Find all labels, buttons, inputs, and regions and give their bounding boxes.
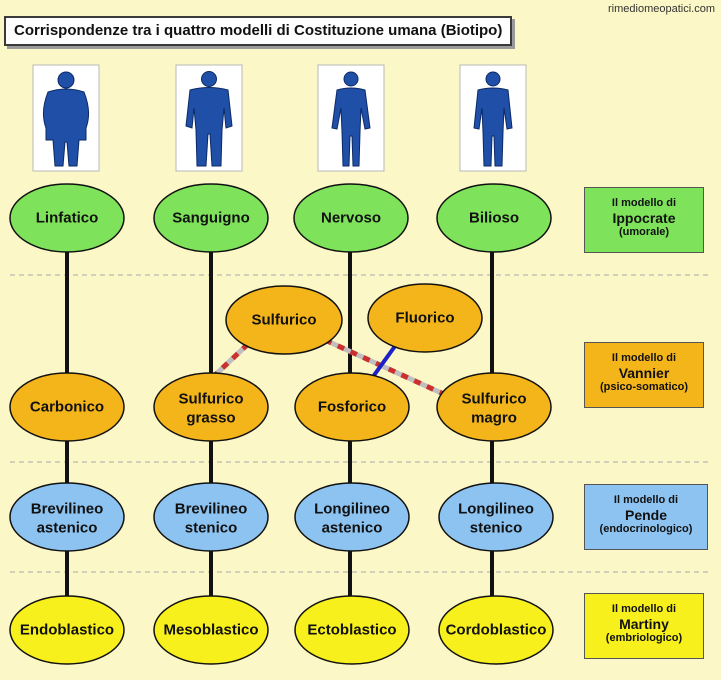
- model-pende-name: Pende: [624, 506, 667, 523]
- node-sulfurico: [225, 285, 343, 355]
- model-ippocrate-line1: Il modello di: [611, 197, 677, 209]
- node-fluorico-label: Fluorico: [395, 310, 454, 327]
- node-sulfurico-magro-label-1: Sulfurico: [461, 391, 526, 408]
- node-longilineo-stenico: [438, 482, 554, 552]
- body-figure-mesomorph: [175, 64, 243, 172]
- model-martiny-line1: Il modello di: [611, 603, 677, 615]
- row-vannier: Carbonico Sulfurico grasso Fosforico Sul…: [9, 372, 552, 442]
- node-cordoblastico: [438, 595, 554, 665]
- body-figure-ectomorph: [317, 64, 385, 172]
- node-sulfurico-magro-label-2: magro: [471, 410, 517, 427]
- node-sulfurico-grasso-label-1: Sulfurico: [178, 391, 243, 408]
- page-title: Corrispondenze tra i quattro modelli di …: [4, 16, 513, 46]
- sulfurico-relations: [212, 337, 450, 399]
- node-brevilineo-stenico: [153, 482, 269, 552]
- model-box-ippocrate: Il modello di Ippocrate (umorale): [584, 187, 704, 253]
- node-brevilineo-astenico-label-2: astenico: [37, 520, 98, 537]
- node-ectoblastico-label: Ectoblastico: [307, 622, 396, 639]
- node-fosforico-label: Fosforico: [318, 399, 386, 416]
- model-vannier-line1: Il modello di: [611, 352, 677, 364]
- node-endoblastico: [9, 595, 125, 665]
- node-longilineo-astenico: [294, 482, 410, 552]
- model-martiny-name: Martiny: [619, 615, 669, 632]
- body-figure-endomorph: [32, 64, 100, 172]
- row-martiny: Endoblastico Mesoblastico Ectoblastico C…: [9, 595, 554, 665]
- row-vannier-top: Sulfurico Fluorico: [225, 283, 483, 355]
- model-box-martiny: Il modello di Martiny (embriologico): [584, 593, 704, 659]
- node-sulfurico-magro: [436, 372, 552, 442]
- node-bilioso-label: Bilioso: [469, 210, 519, 227]
- node-endoblastico-label: Endoblastico: [20, 622, 114, 639]
- node-brevilineo-astenico: [9, 482, 125, 552]
- node-mesoblastico: [153, 595, 269, 665]
- figures-row: [32, 64, 527, 172]
- row-pende: Brevilineo astenico Brevilineo stenico L…: [9, 482, 554, 552]
- row-ippocrate: Linfatico Sanguigno Nervoso Bilioso: [9, 183, 552, 253]
- model-ippocrate-name: Ippocrate: [612, 209, 676, 226]
- model-box-pende: Il modello di Pende (endocrinologico): [584, 484, 708, 550]
- node-sanguigno: [153, 183, 269, 253]
- node-sulfurico-grasso-label-2: grasso: [186, 410, 235, 427]
- model-pende-type: (endocrinologico): [599, 522, 693, 535]
- node-fluorico: [367, 283, 483, 353]
- link-fluorico-fosforico: [370, 340, 400, 380]
- model-vannier-name: Vannier: [618, 364, 670, 381]
- node-longilineo-stenico-label-2: stenico: [470, 520, 523, 537]
- node-sulfurico-label: Sulfurico: [251, 312, 316, 329]
- node-linfatico: [9, 183, 125, 253]
- model-vannier-type: (psico-somatico): [599, 380, 688, 393]
- node-nervoso: [293, 183, 409, 253]
- site-watermark: rimediomeopatici.com: [608, 3, 715, 15]
- node-nervoso-label: Nervoso: [321, 210, 381, 227]
- node-brevilineo-stenico-label-1: Brevilineo: [175, 501, 248, 518]
- node-sulfurico-grasso: [153, 372, 269, 442]
- node-carbonico: [9, 372, 125, 442]
- body-figure-lean: [459, 64, 527, 172]
- model-pende-line1: Il modello di: [613, 494, 679, 506]
- model-martiny-type: (embriologico): [605, 631, 683, 644]
- node-brevilineo-astenico-label-1: Brevilineo: [31, 501, 104, 518]
- node-cordoblastico-label: Cordoblastico: [446, 622, 547, 639]
- node-brevilineo-stenico-label-2: stenico: [185, 520, 238, 537]
- node-fosforico: [294, 372, 410, 442]
- node-longilineo-astenico-label-2: astenico: [322, 520, 383, 537]
- node-bilioso: [436, 183, 552, 253]
- link-sulfurico-grasso: [212, 342, 250, 378]
- model-box-vannier: Il modello di Vannier (psico-somatico): [584, 342, 704, 408]
- model-ippocrate-type: (umorale): [618, 225, 670, 238]
- node-mesoblastico-label: Mesoblastico: [163, 622, 258, 639]
- node-longilineo-astenico-label-1: Longilineo: [314, 501, 390, 518]
- node-carbonico-label: Carbonico: [30, 399, 104, 416]
- node-linfatico-label: Linfatico: [36, 210, 99, 227]
- node-sanguigno-label: Sanguigno: [172, 210, 250, 227]
- node-longilineo-stenico-label-1: Longilineo: [458, 501, 534, 518]
- node-ectoblastico: [294, 595, 410, 665]
